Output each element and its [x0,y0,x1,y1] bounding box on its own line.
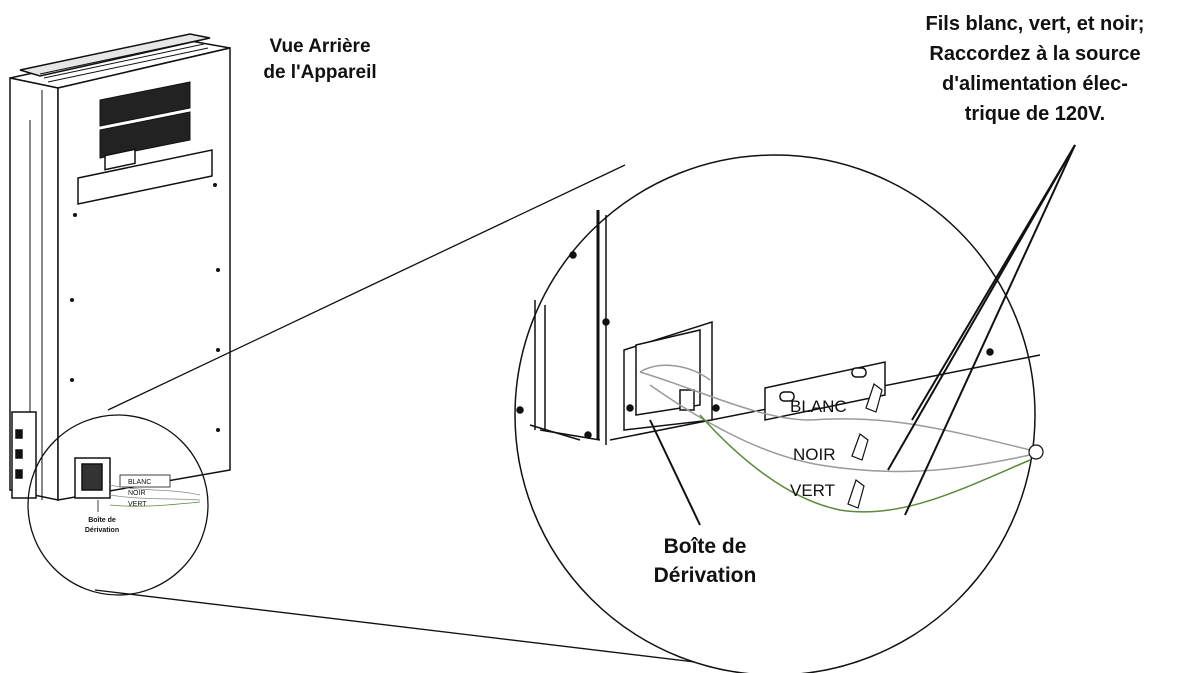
wires-note-line1: Fils blanc, vert, et noir; [926,13,1145,35]
wires-note-line2: Raccordez à la source [929,43,1140,65]
wire-nut-green [847,479,865,509]
small-label-vert: VERT [128,501,147,508]
junction-box-label-line1: Boîte de [664,535,747,558]
junction-box-pointer [649,419,701,526]
label-vert: VERT [790,481,835,500]
appliance-back-view [9,33,231,501]
wire-black [649,384,1031,473]
small-label-noir: NOIR [128,490,146,497]
wire-green [699,414,1031,513]
top-vent-grille [39,39,209,83]
vent-grille-upper [99,81,191,127]
small-junction-label-line2: Dérivation [85,527,119,534]
small-wire-detail [109,474,201,507]
wire-nuts [847,383,883,509]
label-blanc: BLANC [790,397,847,416]
power-source-connector [1028,444,1044,460]
label-noir: NOIR [793,445,836,464]
junction-box-label-line2: Dérivation [654,564,757,587]
small-label-blanc: BLANC [128,479,151,486]
panel-screws [70,183,220,432]
wire-nut-black [851,433,869,461]
wires-note-line3: d'alimentation élec- [942,73,1128,95]
zoom-line-top [107,164,626,411]
magnified-detail [516,210,1041,445]
appliance-view-line2: de l'Appareil [263,62,376,83]
vent-grille-lower [99,111,191,159]
appliance-view-line1: Vue Arrière [269,36,370,57]
callout-lines [887,144,1076,516]
small-junction-label-line1: Boîte de [88,517,116,524]
wires [639,364,1031,513]
wires-note-line4: trique de 120V. [965,103,1105,125]
wire-white [639,371,1031,451]
wire-nut-white [865,383,883,413]
small-magnifier-circle [27,414,209,596]
zoom-line-bottom [94,589,746,669]
